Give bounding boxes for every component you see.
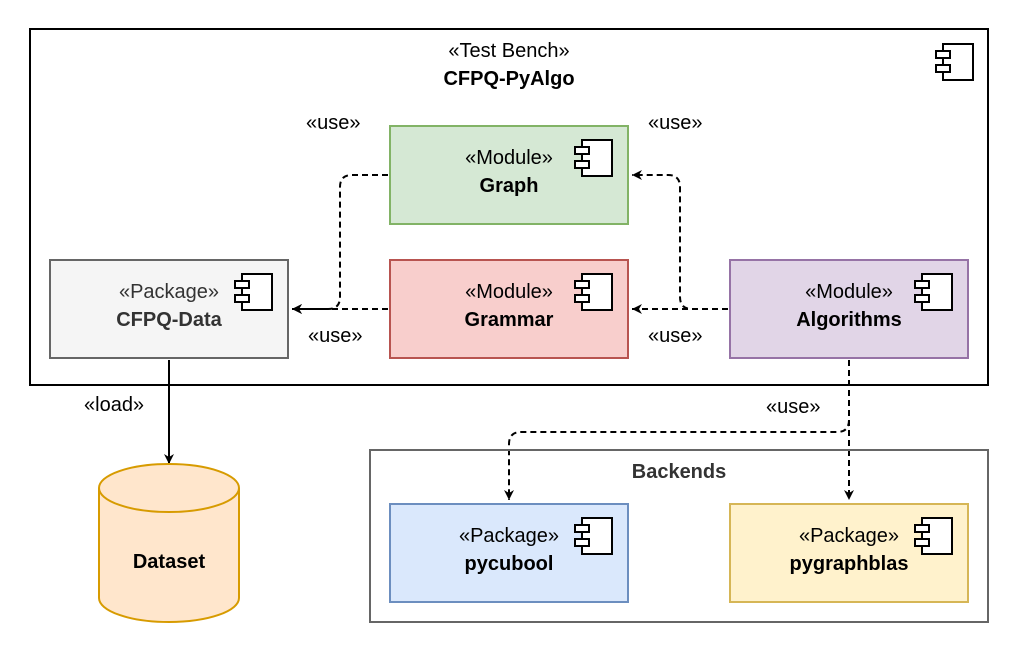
component-icon — [574, 273, 613, 311]
component-icon — [914, 273, 953, 311]
graph-name: Graph — [479, 175, 539, 197]
cfpq-data-stereotype: «Package» — [118, 281, 220, 303]
use-label-algo-grammar: «use» — [648, 325, 703, 347]
component-icon — [935, 43, 974, 81]
use-label-graph-data: «use» — [306, 112, 361, 134]
cfpq-data-name: CFPQ-Data — [116, 309, 222, 331]
use-label-grammar-data: «use» — [308, 325, 363, 347]
edge-algorithms-to-pycubool — [504, 419, 850, 500]
algorithms-name: Algorithms — [796, 309, 902, 331]
test-bench-container — [29, 28, 989, 386]
backends-title: Backends — [631, 461, 727, 483]
graph-stereotype: «Module» — [465, 147, 553, 169]
test-bench-title: CFPQ-PyAlgo — [443, 68, 575, 90]
pycubool-name: pycubool — [464, 553, 554, 575]
component-icon — [234, 273, 273, 311]
test-bench-stereotype: «Test Bench» — [448, 40, 570, 62]
grammar-name: Grammar — [464, 309, 554, 331]
load-label: «load» — [84, 394, 145, 416]
use-label-backends: «use» — [766, 396, 821, 419]
backends-container — [369, 449, 989, 623]
pygraphblas-stereotype: «Package» — [798, 525, 900, 547]
use-label-algo-graph: «use» — [648, 112, 703, 134]
algorithms-stereotype: «Module» — [805, 281, 893, 303]
pygraphblas-name: pygraphblas — [789, 553, 909, 575]
edge-algorithms-to-graph — [632, 170, 728, 310]
grammar-stereotype: «Module» — [465, 281, 553, 303]
component-icon — [914, 517, 953, 555]
component-icon — [574, 517, 613, 555]
dataset-label: Dataset — [132, 551, 206, 573]
component-icon — [574, 139, 613, 177]
pycubool-stereotype: «Package» — [458, 525, 560, 547]
edge-graph-to-cfpq-data — [292, 174, 388, 314]
